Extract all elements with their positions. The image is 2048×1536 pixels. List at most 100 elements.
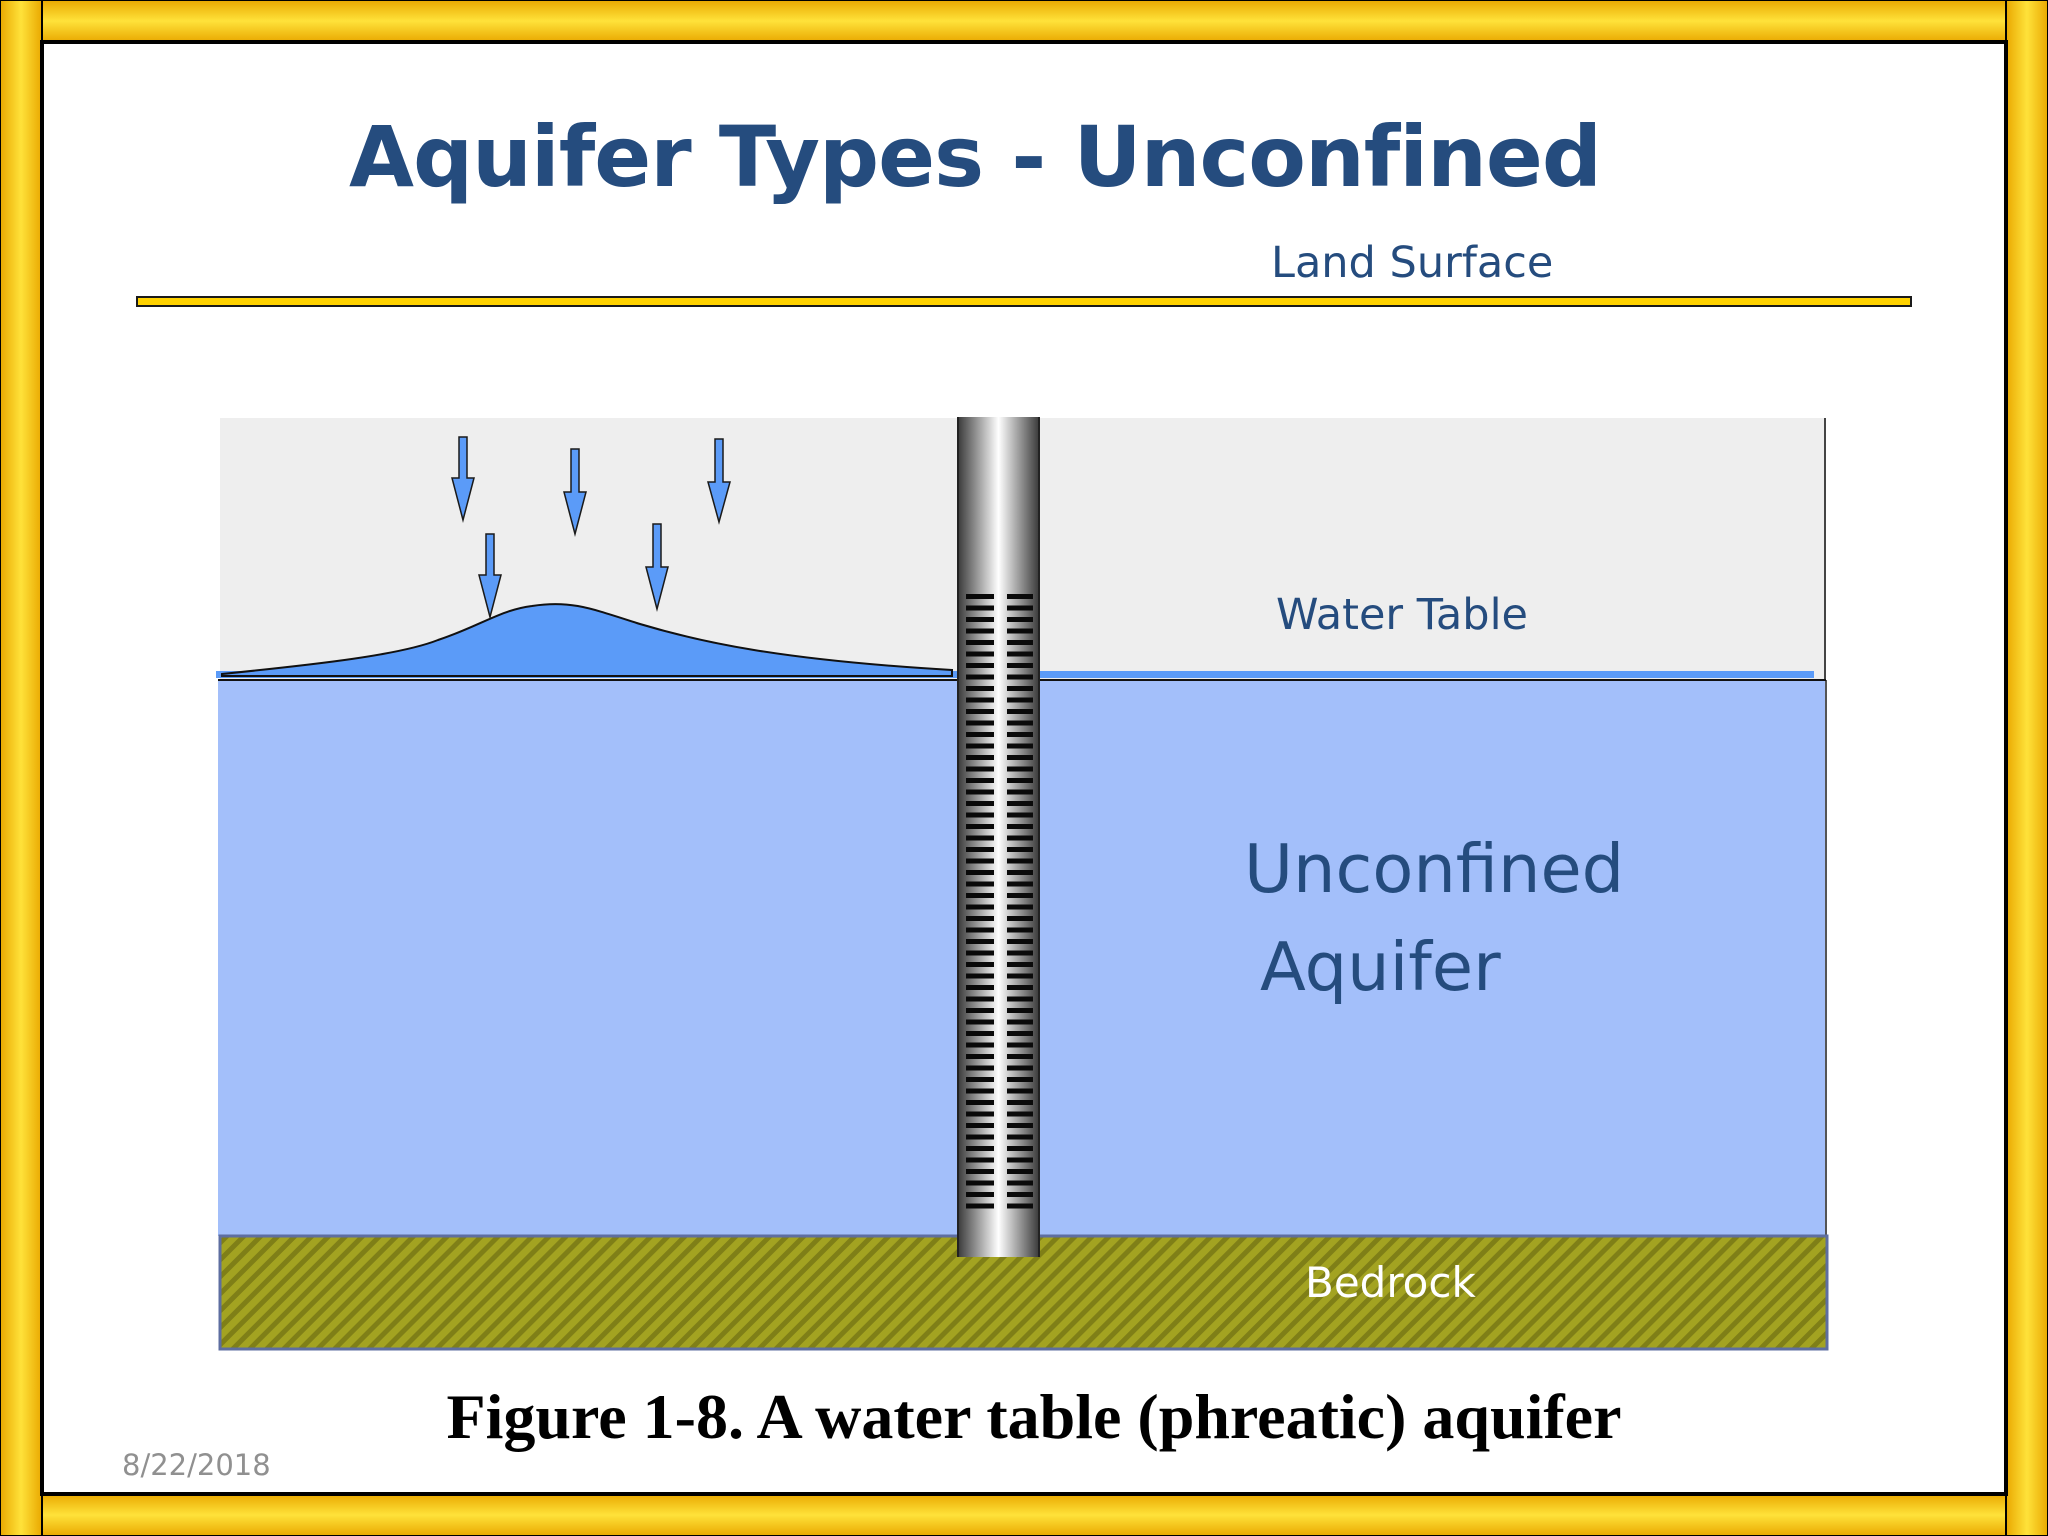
screen-slot bbox=[1007, 1019, 1033, 1025]
screen-slot bbox=[966, 835, 994, 841]
screen-slot bbox=[1007, 927, 1033, 933]
screen-slot bbox=[1007, 605, 1033, 611]
screen-slot bbox=[1007, 916, 1033, 921]
screen-slot bbox=[1007, 1203, 1033, 1209]
screen-slot bbox=[966, 709, 994, 714]
screen-slot bbox=[1007, 812, 1033, 818]
screen-slot bbox=[966, 651, 994, 657]
screen-slot bbox=[1007, 720, 1033, 726]
screen-slot bbox=[966, 1123, 994, 1128]
screen-slot bbox=[1007, 663, 1033, 668]
screen-slot bbox=[1007, 1065, 1033, 1071]
slide-title: Aquifer Types - Unconfined bbox=[348, 108, 1602, 206]
screen-slot bbox=[966, 870, 994, 875]
screen-slot bbox=[966, 594, 994, 599]
screen-slot bbox=[1007, 594, 1033, 599]
screen-slot bbox=[966, 904, 994, 910]
screen-slot bbox=[1007, 950, 1033, 956]
screen-slot bbox=[1007, 1157, 1033, 1163]
screen-slot bbox=[966, 755, 994, 760]
aquifer-label-line1: Unconfined bbox=[1244, 830, 1625, 908]
screen-slot bbox=[1007, 801, 1033, 806]
recharge-arrow-icon bbox=[563, 448, 587, 537]
screen-slot bbox=[1007, 1008, 1033, 1013]
screen-slot bbox=[1007, 893, 1033, 898]
screen-slot bbox=[1007, 1134, 1033, 1140]
screen-slot bbox=[966, 663, 994, 668]
screen-slot bbox=[966, 801, 994, 806]
screen-slot bbox=[1007, 617, 1033, 622]
aquifer-label-line2: Aquifer bbox=[1260, 928, 1501, 1006]
screen-slot bbox=[966, 766, 994, 772]
screen-slot bbox=[966, 1031, 994, 1036]
screen-slot bbox=[966, 1008, 994, 1013]
screen-slot bbox=[1007, 651, 1033, 657]
screen-slot bbox=[1007, 985, 1033, 990]
screen-slot bbox=[1007, 973, 1033, 979]
screen-slot bbox=[1007, 732, 1033, 737]
screen-slot bbox=[966, 605, 994, 611]
screen-slot bbox=[1007, 1146, 1033, 1151]
screen-slot bbox=[966, 973, 994, 979]
screen-slot bbox=[966, 1054, 994, 1059]
screen-slot bbox=[966, 732, 994, 737]
screen-slot bbox=[966, 1077, 994, 1082]
screen-slot bbox=[1007, 1169, 1033, 1174]
screen-slot bbox=[1007, 743, 1033, 749]
screen-slot bbox=[966, 1111, 994, 1117]
screen-slot bbox=[1007, 1100, 1033, 1105]
screen-slot bbox=[966, 847, 994, 852]
screen-slot bbox=[966, 985, 994, 990]
recharge-arrow-icon bbox=[451, 436, 475, 523]
water-table-label: Water Table bbox=[1276, 590, 1528, 640]
screen-slot bbox=[966, 1203, 994, 1209]
screen-slot bbox=[966, 858, 994, 864]
screen-slot bbox=[1007, 674, 1033, 680]
screen-slot bbox=[966, 824, 994, 829]
screen-slot bbox=[966, 939, 994, 944]
screen-slot bbox=[966, 962, 994, 967]
screen-slot bbox=[1007, 996, 1033, 1002]
screen-slot bbox=[1007, 755, 1033, 760]
screen-slot bbox=[966, 674, 994, 680]
screen-slot bbox=[966, 1134, 994, 1140]
screen-slot bbox=[1007, 1123, 1033, 1128]
screen-slot bbox=[1007, 1042, 1033, 1048]
screen-slot bbox=[966, 720, 994, 726]
screen-slot bbox=[1007, 1192, 1033, 1197]
screen-slot bbox=[966, 1146, 994, 1151]
recharge-arrow-icon bbox=[645, 523, 669, 612]
slide-date: 8/22/2018 bbox=[122, 1448, 271, 1482]
screen-slot bbox=[1007, 1180, 1033, 1186]
screen-slot bbox=[966, 1042, 994, 1048]
screen-slot bbox=[1007, 709, 1033, 714]
well-casing bbox=[957, 417, 1040, 1257]
screen-slot bbox=[966, 778, 994, 783]
screen-slot bbox=[966, 1169, 994, 1174]
screen-slot bbox=[1007, 1054, 1033, 1059]
well-screen-slots bbox=[966, 594, 1033, 1209]
title-divider bbox=[136, 296, 1912, 307]
screen-slot bbox=[1007, 824, 1033, 829]
screen-slot bbox=[1007, 858, 1033, 864]
screen-slot bbox=[966, 686, 994, 691]
screen-slot bbox=[966, 697, 994, 703]
bedrock-label: Bedrock bbox=[1305, 1258, 1476, 1307]
screen-slot bbox=[966, 812, 994, 818]
screen-slot bbox=[966, 1157, 994, 1163]
screen-slot bbox=[966, 950, 994, 956]
recharge-arrows bbox=[451, 436, 731, 620]
screen-slot bbox=[1007, 881, 1033, 887]
screen-slot bbox=[966, 628, 994, 634]
screen-slot bbox=[1007, 628, 1033, 634]
screen-slot bbox=[966, 996, 994, 1002]
land-surface-label: Land Surface bbox=[1271, 238, 1554, 288]
screen-slot bbox=[1007, 939, 1033, 944]
screen-slot bbox=[1007, 1031, 1033, 1036]
screen-slot bbox=[966, 916, 994, 921]
figure-caption: Figure 1-8. A water table (phreatic) aqu… bbox=[446, 1381, 1622, 1452]
screen-slot bbox=[966, 617, 994, 622]
screen-slot bbox=[966, 1088, 994, 1094]
screen-slot bbox=[966, 1100, 994, 1105]
screen-slot bbox=[1007, 1077, 1033, 1082]
